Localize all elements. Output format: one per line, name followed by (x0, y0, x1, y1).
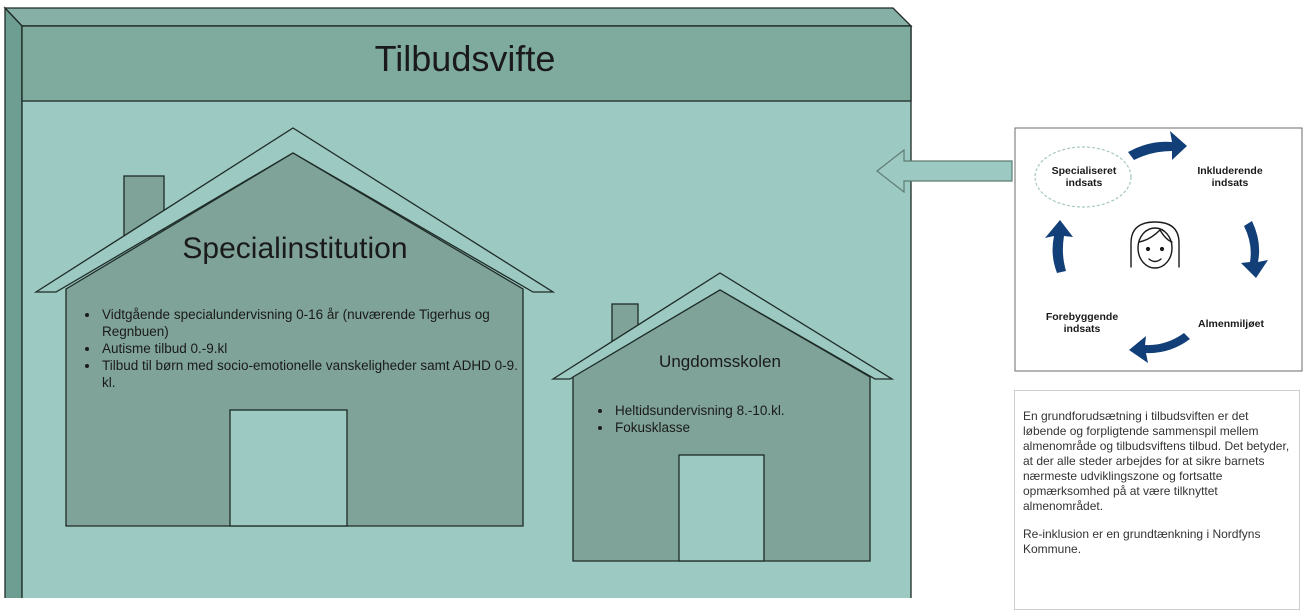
panel-side-face (4, 6, 23, 598)
specialinstitution-list: Vidtgående specialundervisning 0-16 år (… (84, 306, 524, 391)
big-house-body (65, 152, 524, 527)
arrow-left-up-icon (1045, 220, 1073, 273)
label-inkluderende-indsats: Inkluderende indsats (1197, 165, 1263, 189)
list-item: Vidtgående specialundervisning 0-16 år (… (100, 306, 524, 340)
small-house-door (678, 454, 765, 562)
big-house-door (229, 409, 348, 527)
label-specialiseret-indsats: Specialiseret indsats (1051, 165, 1117, 189)
list-item: Tilbud til børn med socio-emotionelle va… (100, 357, 524, 391)
explanation-paragraph-1: En grundforudsætning i tilbudsviften er … (1023, 409, 1290, 513)
arrow-right-down-icon (1241, 221, 1268, 278)
diagram-title: Tilbudsvifte (374, 38, 556, 79)
explanation-paragraph-2: Re-inklusion er en grundtænkning i Nordf… (1023, 527, 1261, 556)
child-face-icon (1130, 221, 1180, 269)
ungdomsskolen-title: Ungdomsskolen (659, 352, 781, 371)
list-item: Autisme tilbud 0.-9.kl (100, 340, 524, 357)
explanation-text-box: En grundforudsætning i tilbudsviften er … (1014, 390, 1300, 610)
ungdomsskolen-list: Heltidsundervisning 8.-10.kl. Fokusklass… (597, 402, 857, 436)
arrow-left-icon (876, 148, 1013, 194)
specialiseret-highlight-ellipse (1034, 146, 1132, 208)
arrow-top-right-icon (1128, 131, 1187, 160)
arrow-bottom-left-icon (1129, 333, 1190, 363)
panel-header (21, 25, 912, 102)
list-item: Heltidsundervisning 8.-10.kl. (613, 402, 857, 419)
small-house-body (572, 289, 871, 562)
label-almenmiljoet: Almenmiljøet (1198, 318, 1264, 330)
label-forebyggende-indsats: Forebyggende indsats (1045, 311, 1119, 335)
big-house-roof (33, 127, 556, 293)
list-item: Fokusklasse (613, 419, 857, 436)
specialinstitution-title: Specialinstitution (182, 232, 408, 265)
